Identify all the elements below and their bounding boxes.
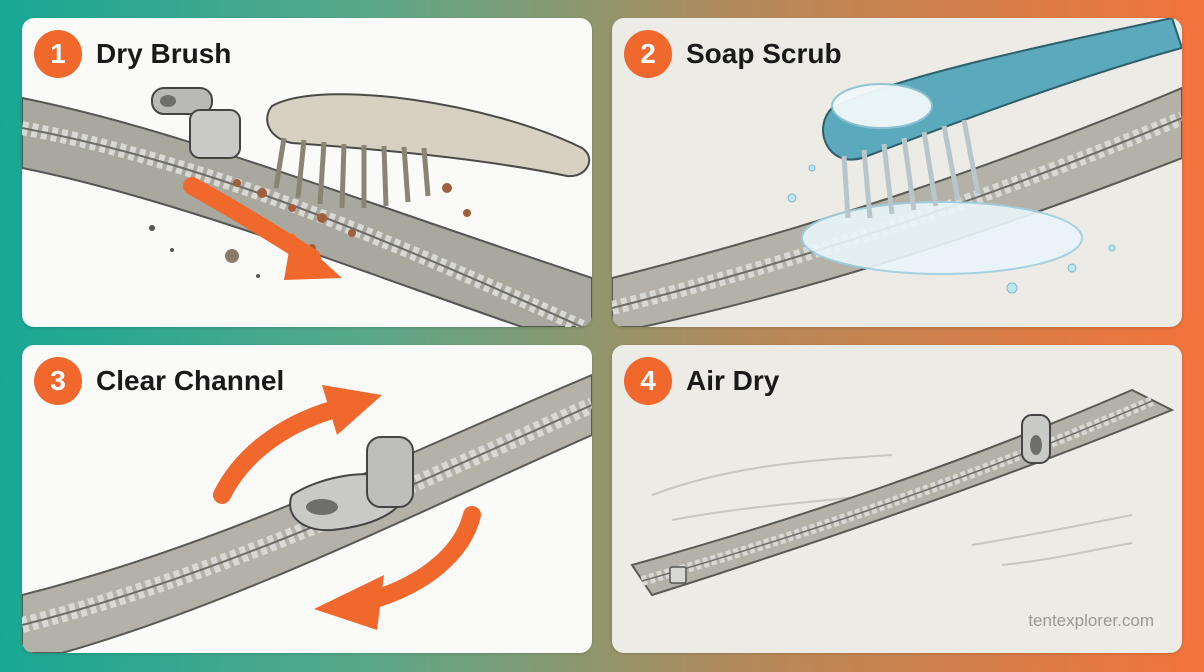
zipper-slider-icon xyxy=(151,87,241,159)
zipper-slider-icon xyxy=(1021,414,1051,464)
panel-air-dry: 4 Air Dry tentexplorer.com xyxy=(612,345,1182,653)
debris xyxy=(149,179,471,278)
step-number-badge: 4 xyxy=(624,357,672,405)
step-number-badge: 3 xyxy=(34,357,82,405)
brush-icon xyxy=(822,18,1182,219)
air-flow-icon xyxy=(651,454,1133,566)
watermark: tentexplorer.com xyxy=(1028,611,1154,630)
step-title: Soap Scrub xyxy=(686,38,842,69)
step-title: Dry Brush xyxy=(96,38,232,69)
step-title: Clear Channel xyxy=(96,365,285,396)
panel-soap-scrub: 2 Soap Scrub xyxy=(612,18,1182,327)
soap-scrub-illustration xyxy=(612,18,1182,327)
dry-brush-illustration xyxy=(22,87,592,327)
clear-channel-illustration xyxy=(22,373,592,653)
air-dry-illustration xyxy=(630,388,1175,597)
zipper-slider-icon xyxy=(289,436,414,532)
panel-clear-channel: 3 Clear Channel xyxy=(22,345,592,653)
step-number-badge: 1 xyxy=(34,30,82,78)
arrow-icon xyxy=(183,177,342,280)
water-splash-icon xyxy=(787,164,1116,294)
panel-dry-brush: 1 Dry Brush xyxy=(22,18,592,327)
brush-icon xyxy=(266,93,591,209)
step-title: Air Dry xyxy=(686,365,780,396)
arrow-icon xyxy=(213,385,481,630)
step-number-badge: 2 xyxy=(624,30,672,78)
